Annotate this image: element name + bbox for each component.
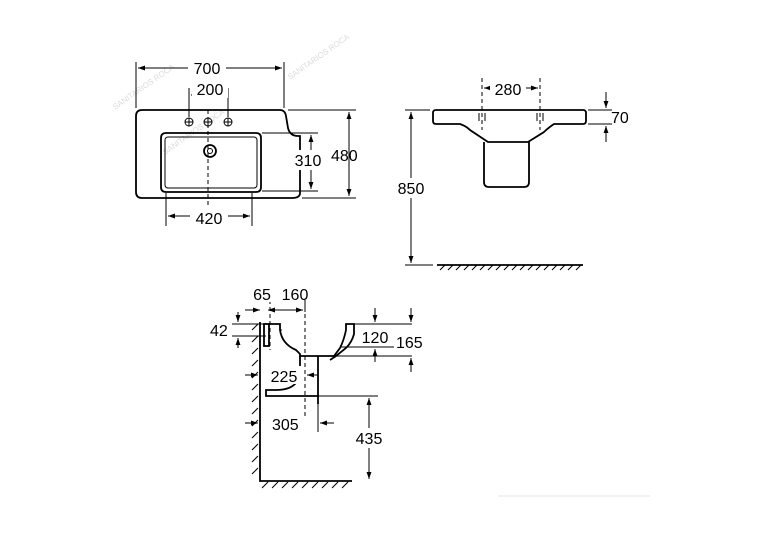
hole-centerlines (481, 78, 541, 130)
dim-850: 850 (398, 181, 425, 198)
top-view: 700 200 420 310 480 (135, 58, 358, 228)
tap-hole-right (223, 117, 233, 127)
tap-side (263, 323, 270, 347)
floor-hatch-front (439, 264, 582, 271)
bowl-outline-top (160, 132, 262, 193)
pedestal-front (483, 142, 530, 188)
watermark: SANITARIOS ROCA SANITARIOS ROCA SANITARI… (111, 32, 352, 157)
wall-hatch (251, 323, 349, 489)
dim-120: 120 (362, 330, 389, 347)
dim-420: 420 (196, 211, 223, 228)
basin-outline-top (135, 109, 301, 199)
dim-305: 305 (272, 417, 299, 434)
dim-435: 435 (356, 431, 383, 448)
dim-70: 70 (611, 110, 629, 127)
bowl-inner-top (164, 136, 258, 189)
svg-text:SANITARIOS ROCA: SANITARIOS ROCA (111, 62, 177, 112)
drain-icon (203, 144, 217, 158)
svg-text:SANITARIOS ROCA: SANITARIOS ROCA (161, 107, 227, 157)
dim-165: 165 (396, 335, 423, 352)
wall-and-floor (259, 322, 352, 482)
dim-280: 280 (495, 82, 522, 99)
dim-700: 700 (194, 61, 221, 78)
dim-480: 480 (331, 148, 358, 165)
front-view: 280 70 850 (390, 78, 629, 271)
dim-160: 160 (282, 287, 309, 304)
basin-front (432, 109, 587, 143)
dim-225: 225 (271, 369, 298, 386)
svg-text:SANITARIOS ROCA: SANITARIOS ROCA (286, 32, 352, 82)
dim-200: 200 (197, 82, 224, 99)
side-view: 65 160 42 120 165 225 305 435 (210, 284, 423, 489)
dim-42: 42 (210, 323, 228, 340)
tap-hole-left (184, 117, 194, 127)
dim-65: 65 (253, 287, 271, 304)
dim-310: 310 (295, 153, 322, 170)
basin-side-profile (268, 323, 355, 361)
